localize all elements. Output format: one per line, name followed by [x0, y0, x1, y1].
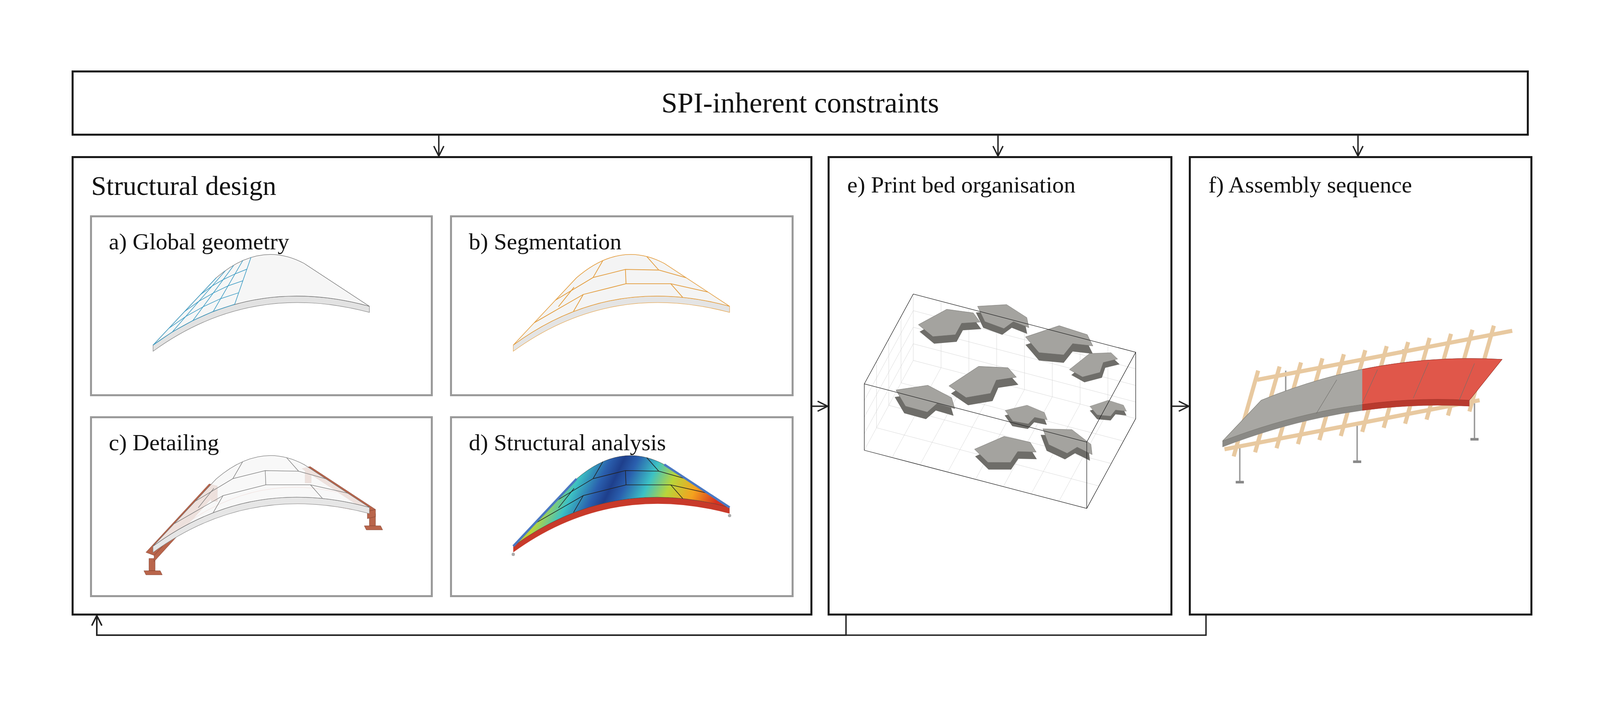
- box-label: d) Structural analysis: [468, 429, 775, 456]
- illustration-part: [864, 294, 1136, 502]
- illustration-part: [184, 280, 243, 312]
- illustration-part: [1473, 403, 1476, 439]
- illustration-part: [728, 513, 732, 517]
- process-box: b) Segmentation: [450, 215, 794, 396]
- illustration-part: [1356, 425, 1358, 462]
- illustration-part: [913, 343, 1136, 402]
- illustration-part: [1239, 448, 1241, 482]
- illustration-part: [153, 254, 370, 346]
- box-label: a) Global geometry: [108, 228, 414, 256]
- illustration-part: [864, 383, 865, 450]
- illustration-part: [168, 292, 239, 328]
- illustration-part: [1362, 369, 1378, 403]
- illustration-part: [892, 379, 958, 424]
- illustration-part: [1235, 480, 1244, 484]
- illustration-part: [1135, 352, 1136, 419]
- flow-arrow: [997, 135, 999, 156]
- flow-arrow: [1172, 405, 1189, 407]
- illustration-part: [1470, 437, 1479, 440]
- illustration-part: [864, 294, 1136, 442]
- flow-arrow: [96, 615, 1206, 635]
- flow-arrow: [438, 135, 440, 156]
- group-panel: Structural design a) Global geometry b) Se…: [71, 156, 813, 616]
- illustration-part: [153, 455, 370, 546]
- flow-arrow: [812, 405, 828, 407]
- illustration-part: [664, 464, 730, 508]
- process-box: c) Detailing: [90, 416, 433, 597]
- connector-group: [96, 135, 1358, 635]
- box-label: Structural design: [91, 170, 793, 202]
- constraint-band: SPI-inherent constraints: [71, 70, 1529, 136]
- illustration-part: [534, 457, 708, 524]
- box-label: e) Print bed organisation: [847, 171, 1153, 199]
- illustration-part: [1316, 379, 1337, 414]
- print-bed-figure: [864, 294, 1136, 509]
- illustration-part: [916, 304, 983, 348]
- illustration-part: [946, 357, 1021, 411]
- illustration-part: [174, 457, 348, 524]
- illustration-part: [1362, 358, 1502, 441]
- detailing-figure: [144, 455, 383, 575]
- illustration-part: [1066, 344, 1122, 387]
- box-label: f) Assembly sequence: [1208, 171, 1513, 199]
- illustration-part: [1086, 442, 1087, 509]
- illustration-part: [1353, 460, 1362, 463]
- illustration-part: [1362, 399, 1470, 448]
- illustration-part: [1413, 362, 1429, 398]
- illustration-part: [1459, 363, 1475, 400]
- illustration-part: [972, 297, 1034, 341]
- box-label: b) Segmentation: [468, 228, 775, 256]
- illustration-part: [513, 455, 730, 546]
- illustration-part: [973, 433, 1038, 473]
- illustration-part: [1086, 418, 1136, 508]
- illustration-part: [1035, 420, 1098, 468]
- box-label: SPI-inherent constraints: [661, 86, 940, 120]
- stage-panel: f) Assembly sequence: [1188, 156, 1533, 616]
- illustration-part: [200, 268, 247, 295]
- illustration-part: [1222, 358, 1502, 441]
- illustration-part: [144, 570, 163, 575]
- illustration-part: [534, 256, 708, 323]
- assembly-figure: [1222, 325, 1512, 484]
- illustration-part: [864, 294, 1136, 509]
- box-label: c) Detailing: [108, 429, 414, 456]
- flow-arrow: [96, 615, 846, 635]
- illustration-part: [1025, 325, 1093, 363]
- illustration-part: [153, 304, 235, 345]
- analysis-figure: [511, 455, 732, 556]
- illustration-part: [364, 525, 383, 530]
- global-geometry-figure: [153, 254, 370, 352]
- illustration-part: [1362, 358, 1502, 448]
- illustration-part: [864, 310, 914, 400]
- illustration-part: [1316, 362, 1475, 414]
- illustration-part: [864, 450, 1087, 508]
- illustration-part: [913, 294, 914, 361]
- process-box: a) Global geometry: [90, 215, 433, 396]
- illustration-part: [1235, 437, 1479, 484]
- illustration-part: [153, 257, 252, 345]
- illustration-part: [511, 552, 515, 556]
- segmentation-figure: [513, 254, 730, 352]
- illustration-part: [513, 478, 577, 546]
- flow-arrow: [1357, 135, 1359, 156]
- process-box: d) Structural analysis: [450, 416, 794, 597]
- stage-panel: e) Print bed organisation: [827, 156, 1173, 616]
- illustration-part: [513, 254, 730, 346]
